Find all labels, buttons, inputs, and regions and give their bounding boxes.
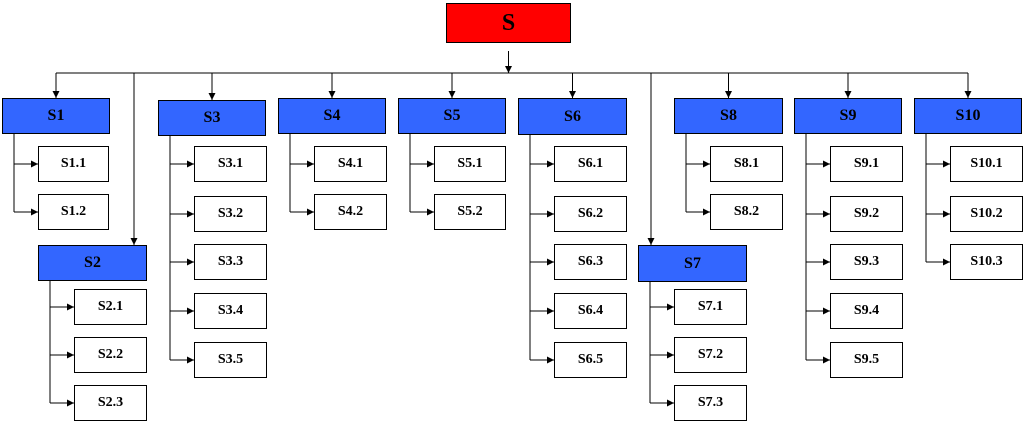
group-node-s5: S5 — [398, 98, 506, 134]
leaf-node-s6-2: S6.2 — [554, 196, 627, 232]
group-node-s10: S10 — [914, 98, 1022, 134]
leaf-node-s5-2: S5.2 — [434, 194, 506, 230]
group-node-s8: S8 — [674, 98, 783, 134]
leaf-node-s1-2: S1.2 — [38, 194, 109, 230]
leaf-node-s9-1: S9.1 — [830, 146, 903, 182]
leaf-node-s1-1: S1.1 — [38, 146, 109, 182]
leaf-node-s3-1: S3.1 — [194, 146, 267, 182]
leaf-node-s9-4: S9.4 — [830, 293, 903, 329]
leaf-node-s6-5: S6.5 — [554, 342, 627, 378]
leaf-node-s10-3: S10.3 — [950, 244, 1023, 280]
leaf-node-s3-4: S3.4 — [194, 293, 267, 329]
leaf-node-s7-1: S7.1 — [674, 289, 747, 325]
leaf-node-s8-1: S8.1 — [710, 146, 783, 182]
leaf-node-s5-1: S5.1 — [434, 146, 506, 182]
group-node-s9: S9 — [794, 98, 902, 134]
leaf-node-s6-1: S6.1 — [554, 146, 627, 182]
group-node-s4: S4 — [278, 98, 386, 134]
leaf-node-s7-2: S7.2 — [674, 337, 747, 373]
leaf-node-s3-3: S3.3 — [194, 244, 267, 280]
leaf-node-s6-3: S6.3 — [554, 244, 627, 280]
leaf-node-s9-5: S9.5 — [830, 342, 903, 378]
group-node-s1: S1 — [2, 98, 110, 134]
leaf-node-s10-1: S10.1 — [950, 146, 1023, 182]
leaf-node-s10-2: S10.2 — [950, 196, 1023, 232]
root-node: S — [446, 3, 571, 43]
group-node-s7: S7 — [638, 245, 747, 282]
leaf-node-s4-1: S4.1 — [314, 146, 387, 182]
leaf-node-s6-4: S6.4 — [554, 293, 627, 329]
group-node-s3: S3 — [158, 100, 266, 136]
leaf-node-s9-3: S9.3 — [830, 244, 903, 280]
leaf-node-s2-1: S2.1 — [74, 289, 147, 325]
leaf-node-s4-2: S4.2 — [314, 194, 387, 230]
leaf-node-s2-2: S2.2 — [74, 337, 147, 373]
leaf-node-s2-3: S2.3 — [74, 385, 147, 421]
leaf-node-s3-5: S3.5 — [194, 342, 267, 378]
group-node-s2: S2 — [38, 245, 147, 281]
leaf-node-s8-2: S8.2 — [710, 194, 783, 230]
leaf-node-s7-3: S7.3 — [674, 385, 747, 421]
leaf-node-s9-2: S9.2 — [830, 196, 903, 232]
leaf-node-s3-2: S3.2 — [194, 196, 267, 232]
group-node-s6: S6 — [518, 98, 627, 135]
